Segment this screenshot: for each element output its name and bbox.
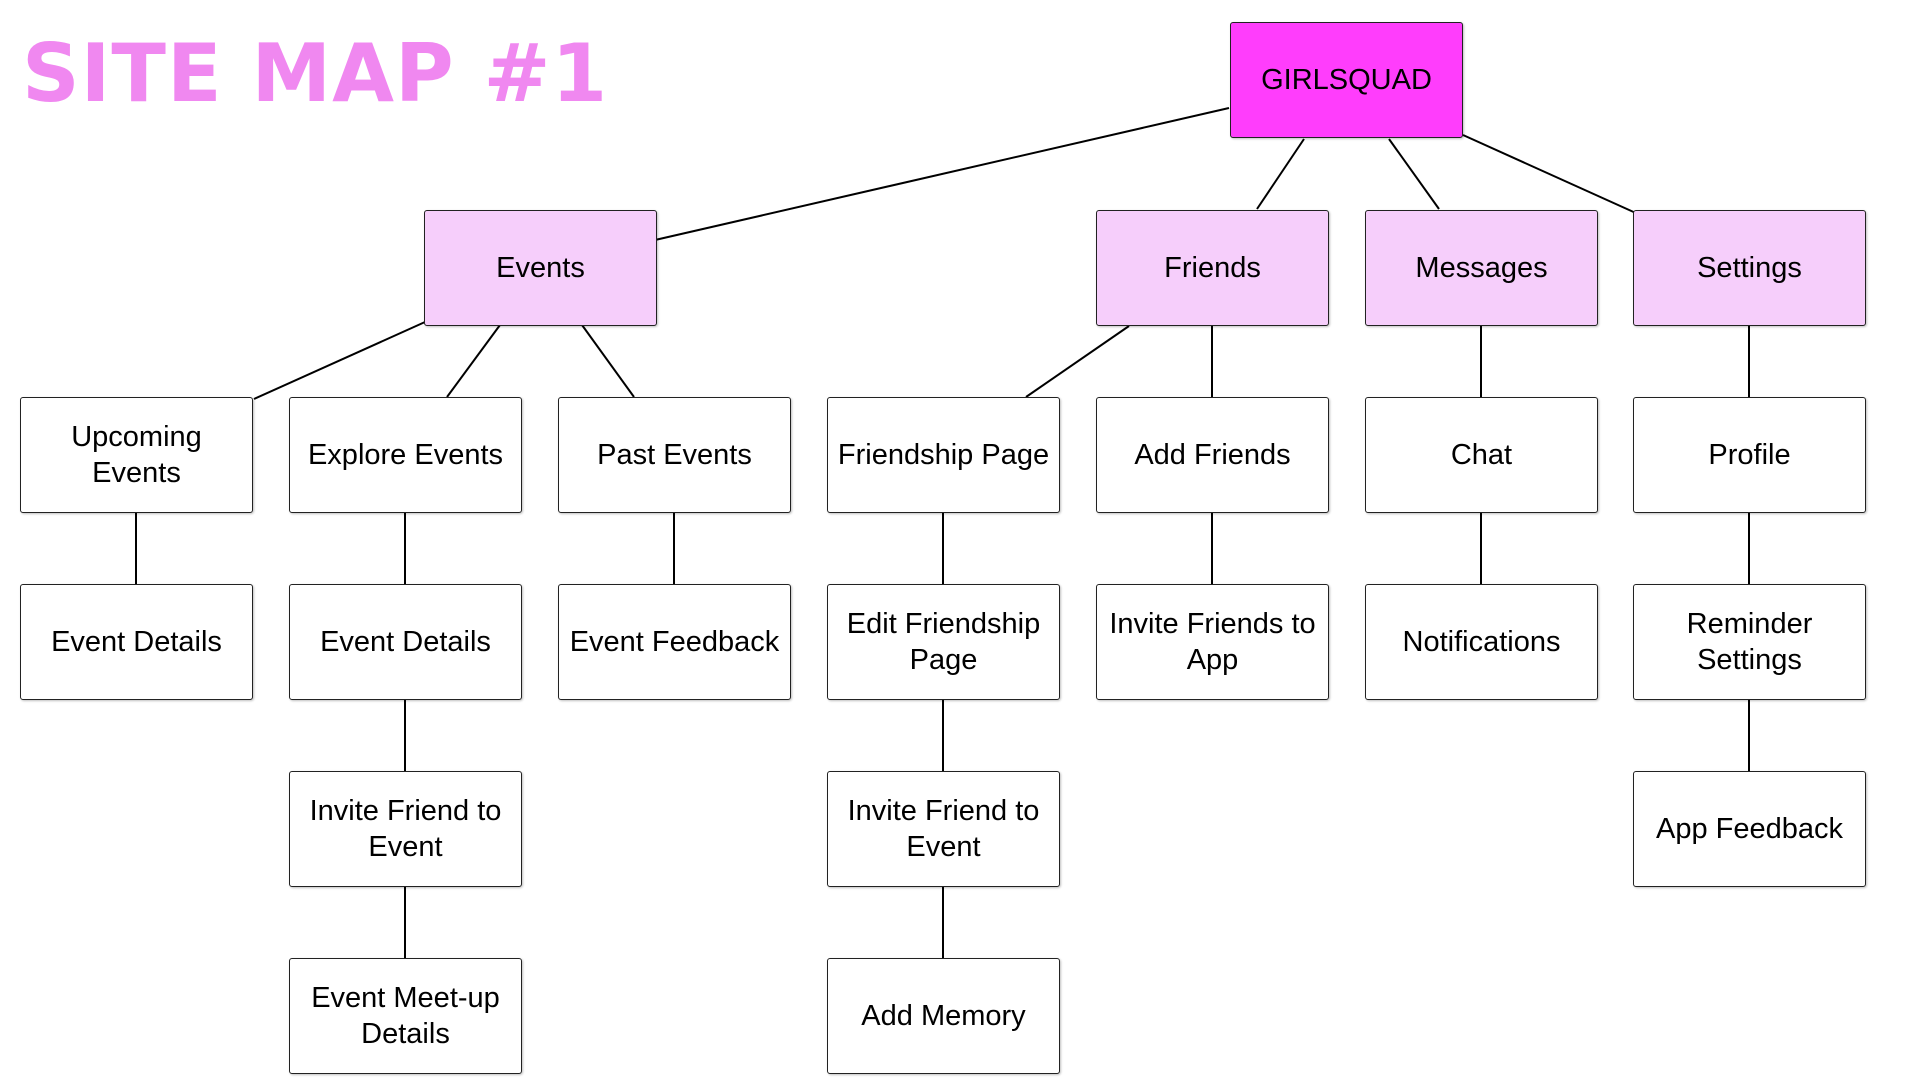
connector: [581, 324, 635, 398]
category-node-friends: Friends: [1096, 210, 1329, 326]
connector: [1025, 325, 1130, 398]
node-add-friends: Add Friends: [1096, 397, 1329, 513]
node-edit-friendship-page: Edit Friendship Page: [827, 584, 1060, 700]
root-node: GIRLSQUAD: [1230, 22, 1463, 138]
connector: [1256, 138, 1305, 210]
node-event-feedback: Event Feedback: [558, 584, 791, 700]
node-invite-friend-to-event-friendship: Invite Friend to Event: [827, 771, 1060, 887]
connector: [654, 107, 1230, 241]
node-past-events: Past Events: [558, 397, 791, 513]
node-explore-events: Explore Events: [289, 397, 522, 513]
node-app-feedback: App Feedback: [1633, 771, 1866, 887]
node-chat: Chat: [1365, 397, 1598, 513]
node-event-details-explore: Event Details: [289, 584, 522, 700]
connector: [1462, 134, 1639, 215]
connector: [1388, 138, 1440, 210]
category-node-events: Events: [424, 210, 657, 326]
node-friendship-page: Friendship Page: [827, 397, 1060, 513]
node-notifications: Notifications: [1365, 584, 1598, 700]
category-node-settings: Settings: [1633, 210, 1866, 326]
page-title: SITE MAP #1: [22, 27, 609, 120]
connector: [446, 324, 501, 398]
node-profile: Profile: [1633, 397, 1866, 513]
node-invite-friends-to-app: Invite Friends to App: [1096, 584, 1329, 700]
node-upcoming-events: Upcoming Events: [20, 397, 253, 513]
connector: [253, 321, 426, 400]
node-add-memory: Add Memory: [827, 958, 1060, 1074]
node-event-details-upcoming: Event Details: [20, 584, 253, 700]
node-reminder-settings: Reminder Settings: [1633, 584, 1866, 700]
node-event-meetup-details: Event Meet-up Details: [289, 958, 522, 1074]
category-node-messages: Messages: [1365, 210, 1598, 326]
node-invite-friend-to-event-explore: Invite Friend to Event: [289, 771, 522, 887]
